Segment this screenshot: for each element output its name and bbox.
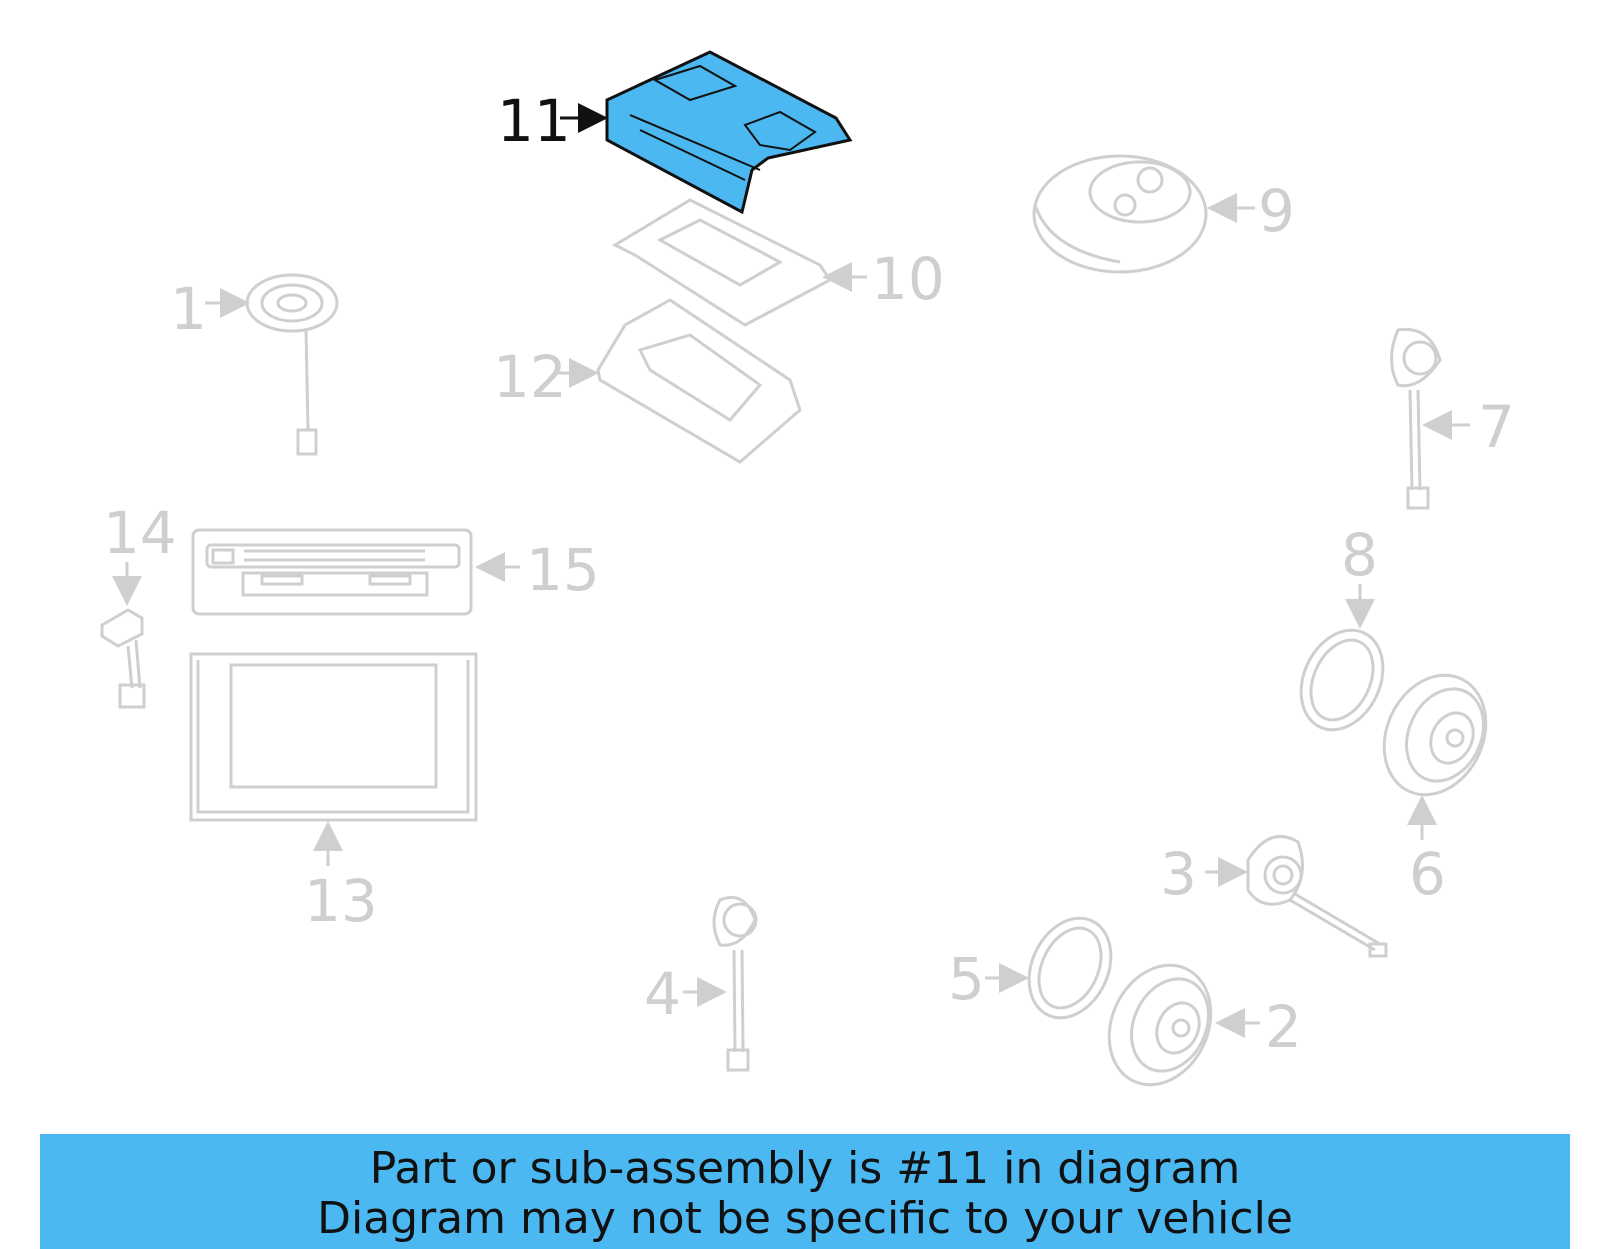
part-14-connector xyxy=(100,562,146,709)
callout-6: 6 xyxy=(1409,840,1446,908)
part-1-tweeter xyxy=(205,273,339,456)
callout-4: 4 xyxy=(644,960,681,1028)
callout-11[interactable]: 11 xyxy=(497,87,571,155)
callout-2: 2 xyxy=(1265,993,1302,1061)
part-15-radio xyxy=(191,528,520,616)
part-11-module[interactable] xyxy=(560,50,853,215)
part-13-display xyxy=(189,652,478,866)
callout-14: 14 xyxy=(103,499,177,567)
banner-line-2: Diagram may not be specific to your vehi… xyxy=(317,1193,1293,1244)
part-8-ring xyxy=(1299,584,1385,732)
part-10-bracket xyxy=(611,198,867,327)
callout-8: 8 xyxy=(1341,521,1378,589)
part-4-tweeter xyxy=(683,896,758,1072)
part-9-subwoofer xyxy=(1032,154,1255,274)
callout-7: 7 xyxy=(1478,393,1515,461)
callout-15: 15 xyxy=(526,536,600,604)
banner-line-1: Part or sub-assembly is #11 in diagram xyxy=(369,1143,1241,1194)
callout-9: 9 xyxy=(1258,177,1295,245)
callout-12: 12 xyxy=(493,343,567,411)
callout-5: 5 xyxy=(948,945,985,1013)
part-3-tweeter xyxy=(1205,834,1388,958)
callout-1: 1 xyxy=(170,275,207,343)
part-2-speaker xyxy=(1107,963,1260,1087)
callout-10: 10 xyxy=(871,245,945,313)
part-5-ring xyxy=(985,916,1113,1020)
callout-3: 3 xyxy=(1160,840,1197,908)
part-12-tray xyxy=(555,298,802,464)
part-6-speaker xyxy=(1382,673,1488,840)
info-banner: Part or sub-assembly is #11 in diagram D… xyxy=(40,1134,1570,1249)
part-7-tweeter xyxy=(1390,327,1470,510)
callout-13: 13 xyxy=(304,867,378,935)
